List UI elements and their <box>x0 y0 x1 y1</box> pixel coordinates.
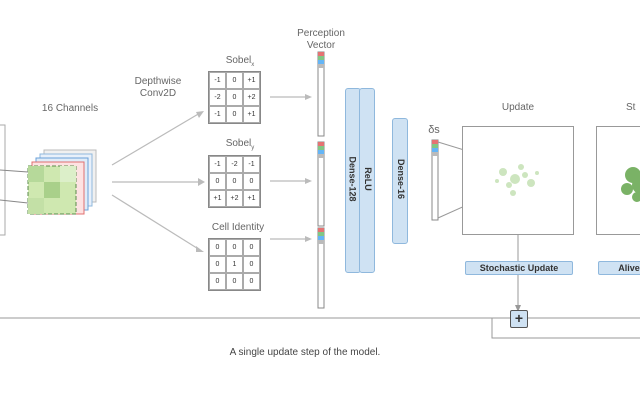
sobel-y-cell: 0 <box>209 173 226 190</box>
sobel-x-cell: -2 <box>209 89 226 106</box>
update-label: Update <box>501 102 535 113</box>
identity-cell: 0 <box>209 239 226 256</box>
sobel-y-cell: -1 <box>209 156 226 173</box>
identity-cell: 0 <box>243 239 260 256</box>
sobel-y-cell: -1 <box>243 156 260 173</box>
identity-cell: 1 <box>226 256 243 273</box>
channels-label: 16 Channels <box>41 103 99 114</box>
step-label: St <box>626 102 636 113</box>
sobel-x-cell: -1 <box>209 72 226 89</box>
depthwise-label: Depthwise Conv2D <box>134 76 182 99</box>
sum-node: + <box>510 310 528 328</box>
sobel-y-cell: +1 <box>209 190 226 207</box>
delta-s-label: δs <box>428 124 440 136</box>
dense-16-label: Dense-16 <box>396 158 407 200</box>
sobel-x-cell: -1 <box>209 106 226 123</box>
alive-button[interactable]: Alive <box>598 261 640 275</box>
sobel-y-sub: y <box>251 145 255 151</box>
sobel-x-cell: 0 <box>226 106 243 123</box>
sobel-y-cell: +1 <box>243 190 260 207</box>
dense-128-label: Dense-128 <box>347 156 358 202</box>
step-pattern <box>621 167 640 202</box>
sobel-x-cell: 0 <box>226 72 243 89</box>
sobel-y-cell: 0 <box>243 173 260 190</box>
sobel-y-cell: 0 <box>226 173 243 190</box>
sobel-x-text: Sobel <box>225 55 252 66</box>
perception-label: Perception Vector <box>297 28 345 51</box>
sobel-x-cell: +1 <box>243 72 260 89</box>
update-noise <box>495 164 539 196</box>
step-panel <box>596 126 640 235</box>
relu-label: ReLU <box>362 167 373 191</box>
channel-stack <box>27 149 97 215</box>
update-panel <box>462 126 574 235</box>
sobel-y-text: Sobel <box>225 138 252 149</box>
stochastic-update-button[interactable]: Stochastic Update <box>465 261 573 275</box>
sobel-x-label: Sobelx <box>210 55 270 71</box>
sobel-x-cell: +1 <box>243 106 260 123</box>
caption: A single update step of the model. <box>229 347 381 358</box>
delta-vector <box>431 139 439 221</box>
sobel-y-cell: -2 <box>226 156 243 173</box>
identity-cell: 0 <box>243 273 260 290</box>
sobel-x-cell: 0 <box>226 89 243 106</box>
input-box <box>0 124 6 236</box>
perception-vector <box>317 51 325 309</box>
plus-icon: + <box>514 310 524 326</box>
sobel-y-label: Sobely <box>210 138 270 154</box>
identity-cell: 0 <box>209 273 226 290</box>
relu-layer: ReLU <box>359 88 375 273</box>
identity-cell: 0 <box>226 239 243 256</box>
identity-cell: 0 <box>243 256 260 273</box>
sobel-x-cell: +2 <box>243 89 260 106</box>
identity-cell: 0 <box>226 273 243 290</box>
identity-label: Cell Identity <box>211 222 265 233</box>
identity-cell: 0 <box>209 256 226 273</box>
sobel-x-sub: x <box>251 62 255 68</box>
dense-16-layer: Dense-16 <box>392 118 408 244</box>
sobel-y-cell: +2 <box>226 190 243 207</box>
